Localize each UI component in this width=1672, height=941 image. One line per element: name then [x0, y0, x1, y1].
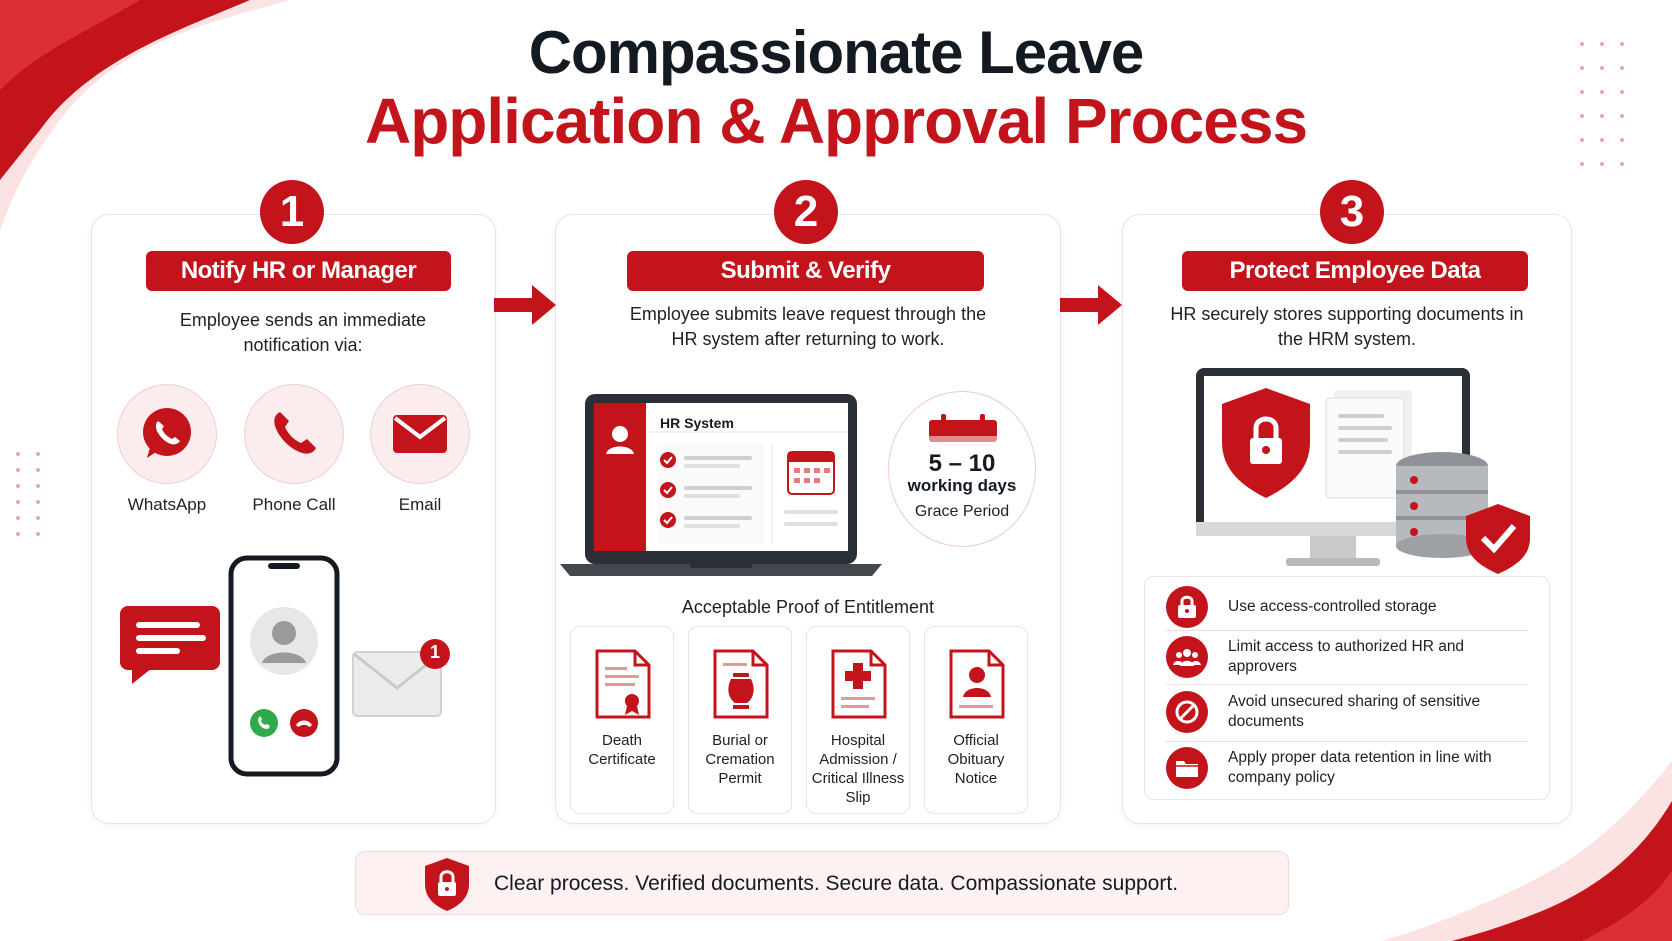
step-3-number: 3	[1320, 180, 1384, 244]
proof-section-title: Acceptable Proof of Entitlement	[681, 597, 935, 617]
whatsapp-label: WhatsApp	[127, 495, 207, 514]
obituary-document-icon	[949, 649, 1005, 719]
step-1-number: 1	[260, 180, 324, 244]
practice-item: Limit access to authorized HR and approv…	[1166, 636, 1528, 678]
arrow-right-icon	[494, 285, 556, 325]
phone-channel	[244, 384, 344, 484]
list-divider	[1166, 630, 1528, 631]
medical-document-icon	[831, 649, 887, 719]
dot-grid-decoration	[16, 452, 40, 536]
chat-bubble-icon	[120, 606, 220, 684]
step-1-heading: Notify HR or Manager	[146, 251, 451, 291]
envelope-notification-icon	[352, 639, 450, 717]
urn-document-icon	[713, 649, 769, 719]
calendar-icon	[929, 414, 997, 442]
prohibited-icon	[1166, 691, 1208, 733]
list-divider	[1166, 684, 1528, 685]
step-1-description: Employee sends an immediate notification…	[179, 310, 427, 355]
email-notification-badge: 1	[429, 642, 440, 662]
folder-icon	[1166, 747, 1208, 789]
users-icon	[1166, 636, 1208, 678]
dot-grid-decoration	[1580, 42, 1624, 166]
shield-lock-icon	[425, 858, 469, 911]
footer-text: Clear process. Verified documents. Secur…	[494, 872, 1179, 895]
lock-icon	[1166, 586, 1208, 628]
grace-period-days: 5 – 10	[928, 450, 996, 477]
practice-item: Apply proper data retention in line with…	[1166, 747, 1528, 789]
proof-label: Burial or Cremation Permit	[705, 732, 775, 787]
email-icon	[393, 415, 447, 453]
practice-item: Avoid unsecured sharing of sensitive doc…	[1166, 691, 1528, 733]
step-3-description: HR securely stores supporting documents …	[1170, 304, 1524, 349]
data-protection-list	[1144, 576, 1550, 800]
whatsapp-channel	[117, 384, 217, 484]
arrow-right-icon	[1060, 285, 1122, 325]
step-3-heading: Protect Employee Data	[1182, 251, 1528, 291]
grace-period-unit: working days	[907, 476, 1017, 495]
proof-card-death-certificate: Death Certificate	[570, 626, 674, 814]
grace-period-badge: 5 – 10 working days Grace Period	[888, 391, 1036, 547]
proof-label: Hospital Admission / Critical Illness Sl…	[811, 732, 905, 806]
corner-wave-decoration	[1382, 761, 1672, 941]
practice-item: Use access-controlled storage	[1166, 586, 1528, 628]
certificate-icon	[595, 649, 651, 719]
proof-label: Death Certificate	[588, 732, 656, 768]
whatsapp-icon	[143, 408, 191, 458]
phone-icon	[274, 412, 316, 454]
phone-call-label: Phone Call	[252, 495, 336, 514]
email-label: Email	[398, 495, 442, 514]
step-2-number: 2	[774, 180, 838, 244]
proof-card-obituary-notice: Official Obituary Notice	[924, 626, 1028, 814]
list-divider	[1166, 741, 1528, 742]
smartphone-call-icon	[228, 555, 340, 777]
email-channel	[370, 384, 470, 484]
proof-label: Official Obituary Notice	[947, 732, 1005, 787]
proof-card-hospital-slip: Hospital Admission / Critical Illness Sl…	[806, 626, 910, 814]
page-title: Compassionate Leave	[528, 19, 1145, 86]
corner-wave-decoration	[0, 0, 290, 230]
grace-period-label: Grace Period	[914, 503, 1010, 520]
step-2-description: Employee submits leave request through t…	[629, 304, 987, 349]
laptop-hr-system-icon	[560, 394, 882, 576]
footer-banner: Clear process. Verified documents. Secur…	[355, 851, 1289, 915]
page-subtitle: Application & Approval Process	[364, 85, 1308, 157]
step-2-heading: Submit & Verify	[627, 251, 984, 291]
laptop-screen-title: HR System	[660, 415, 734, 431]
secure-hrm-monitor-icon	[1196, 368, 1530, 574]
proof-card-burial-permit: Burial or Cremation Permit	[688, 626, 792, 814]
